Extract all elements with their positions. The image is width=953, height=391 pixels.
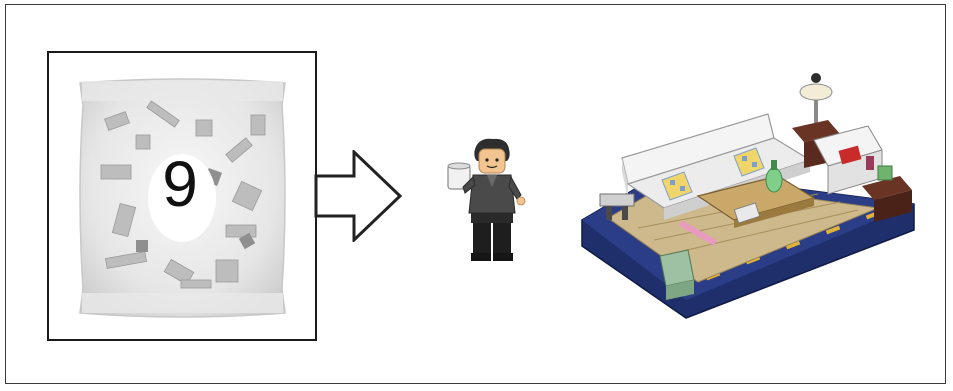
arrow-right-icon <box>314 150 404 242</box>
living-room-model-icon <box>578 68 918 320</box>
minifigure-icon <box>443 135 533 265</box>
bag-number-label: 9 <box>145 149 215 219</box>
parts-bag-panel: 9 <box>47 51 317 341</box>
